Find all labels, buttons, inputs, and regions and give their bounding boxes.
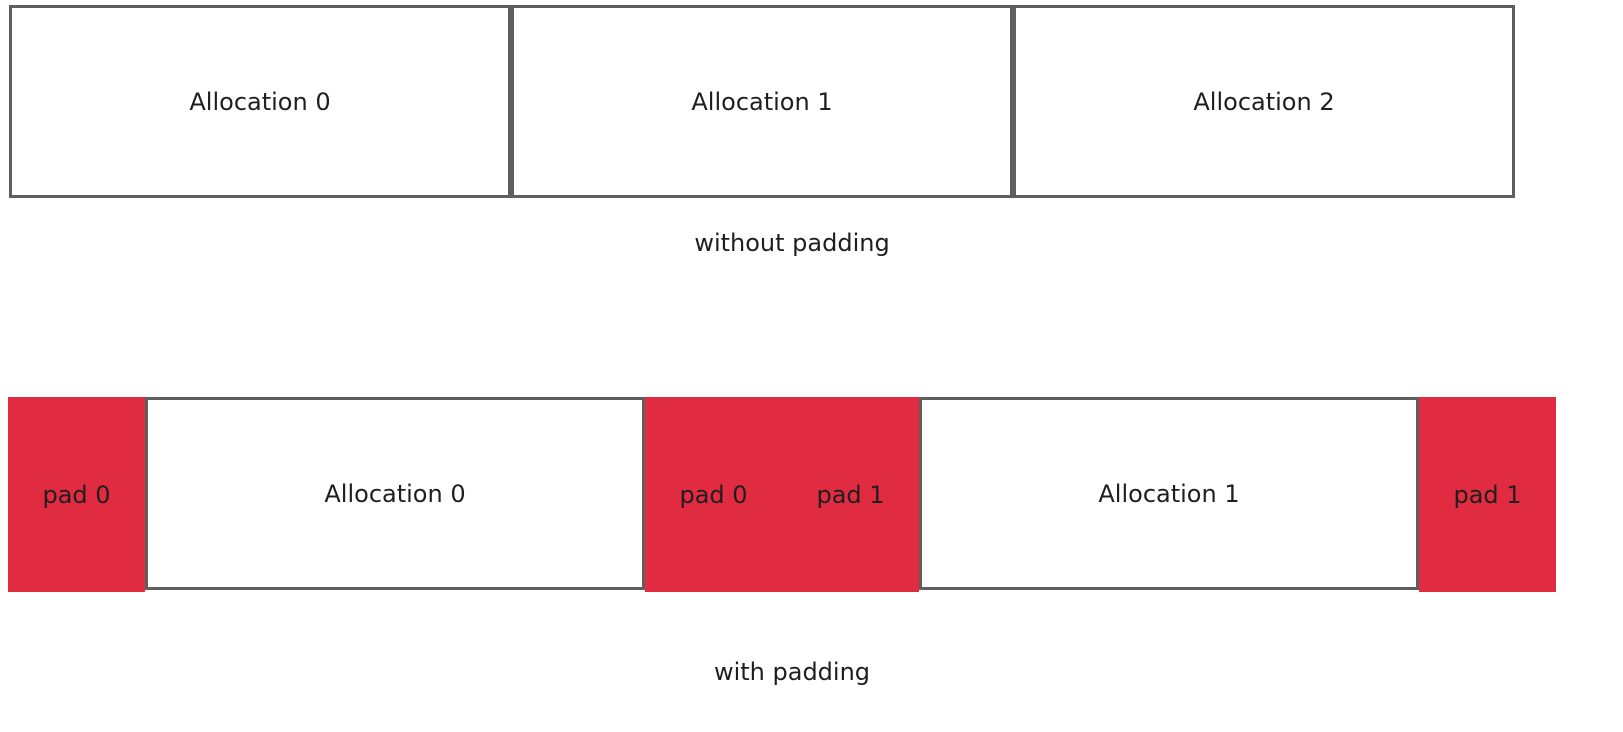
allocation-block: Allocation 1 — [511, 5, 1013, 198]
pad-block: pad 1 — [782, 397, 919, 592]
allocation-block: Allocation 1 — [919, 397, 1419, 590]
pad-block: pad 0 — [8, 397, 145, 592]
pad-block: pad 1 — [1419, 397, 1556, 592]
with-padding-caption: with padding — [713, 658, 871, 686]
allocation-block: Allocation 0 — [9, 5, 511, 198]
allocation-block: Allocation 2 — [1013, 5, 1515, 198]
allocation-block: Allocation 0 — [145, 397, 645, 590]
pad-block: pad 0 — [645, 397, 782, 592]
without-padding-caption: without padding — [694, 229, 890, 257]
